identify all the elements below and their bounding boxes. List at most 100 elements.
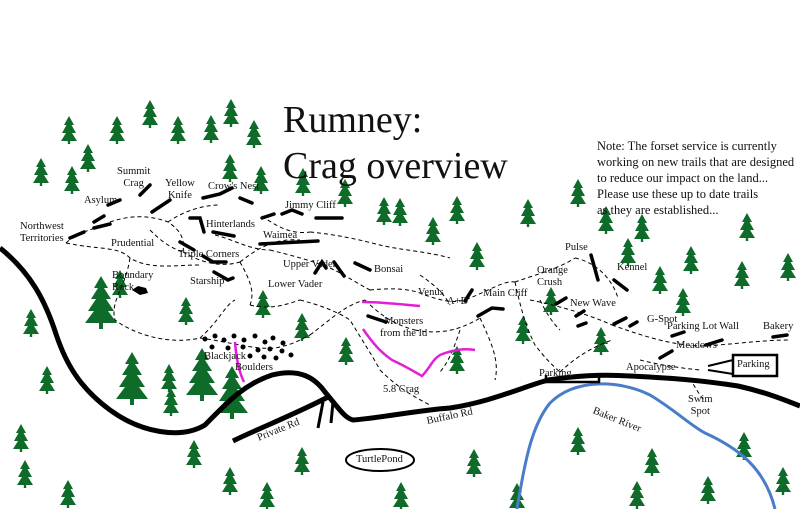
tree-icon [700, 476, 716, 504]
note-line-2: working on new trails that are designed [597, 155, 795, 169]
baker-river [515, 382, 777, 509]
crag-label-crows-nest: Crow's Nest [208, 181, 260, 192]
crag-label-orange-crush: Orange Crush [537, 265, 568, 288]
tree-icon [392, 198, 408, 226]
tree-icon [675, 288, 691, 316]
tree-icon [294, 447, 310, 475]
tree-icon [178, 297, 194, 325]
tree-icon [425, 217, 441, 245]
tree-icon [255, 290, 271, 318]
tree-icon [543, 287, 559, 315]
tree-icon [203, 115, 219, 143]
crag-label-jimmy-cliff: Jimmy Cliff [285, 200, 336, 211]
tree-icon [593, 327, 609, 355]
tree-icon [449, 196, 465, 224]
tree-icon [634, 214, 650, 242]
tree-icon [259, 482, 275, 509]
tree-icon [520, 199, 536, 227]
place-label-turtle-pond: TurtlePond [356, 454, 403, 465]
crag-label-waimea: Waimea [263, 230, 298, 241]
tree-icon [186, 440, 202, 468]
tree-icon [246, 120, 262, 148]
crag-label-new-wave: New Wave [570, 298, 616, 309]
place-label-parking-east: Parking [737, 359, 770, 370]
crag-label-blackjack: Blackjack [204, 351, 246, 362]
tree-icon [163, 388, 179, 416]
crag-label-hinterlands: Hinterlands [206, 219, 255, 230]
private-road [231, 393, 332, 444]
tree-icon [469, 242, 485, 270]
crag-label-summit-crag: Summit Crag [117, 166, 151, 189]
crag-label-g-spot: G-Spot [647, 314, 678, 325]
tree-icon [39, 366, 55, 394]
crag-label-asylum: Asylum [84, 195, 118, 206]
tree-icon [142, 100, 158, 128]
turtle-pond [345, 448, 415, 472]
crag-label-boundary-rock: Boundary Rock [112, 270, 154, 293]
boulder-field [202, 333, 294, 361]
crag-label-boulders: Boulders [235, 362, 273, 373]
tree-icon [652, 266, 668, 294]
tree-icon [170, 116, 186, 144]
note-line-5: as they are established... [597, 203, 719, 217]
tree-icon [223, 99, 239, 127]
tree-icon [780, 253, 796, 281]
crag-label-bakery: Bakery [763, 321, 794, 332]
note-line-1: Note: The forset service is currently [597, 139, 777, 153]
crag-label-triple-corners: Triple Corners [178, 249, 240, 260]
crag-label-yellow-knife: Yellow Knife [165, 178, 195, 201]
tree-icon [60, 480, 76, 508]
tree-icon [775, 467, 791, 495]
crag-label-northwest-territories: Northwest Territories [20, 221, 64, 244]
parking-ramp [707, 359, 734, 375]
tree-icon [466, 449, 482, 477]
tree-icon [116, 352, 148, 405]
roads [0, 246, 800, 444]
tree-icon [17, 460, 33, 488]
private-road-spur [329, 401, 335, 424]
crag-label-5-8-crag: 5.8 Crag [383, 384, 420, 395]
tree-icon [61, 116, 77, 144]
new-trails [233, 300, 476, 383]
tree-icon [644, 448, 660, 476]
tree-icon [376, 197, 392, 225]
title-line-1: Rumney: [283, 99, 423, 141]
tree-icon [161, 364, 177, 392]
crag-label-kennel: Kennel [617, 262, 648, 273]
crag-label-a-plus-d: A+D [447, 296, 469, 307]
crag-label-bonsai: Bonsai [374, 264, 404, 275]
tree-icon [109, 116, 125, 144]
crag-label-parking-lot-wall: Parking Lot Wall [667, 321, 739, 332]
place-label-parking-main: Parking [539, 368, 572, 379]
trails [65, 204, 791, 406]
crag-label-apocalypse: Apocalypse [626, 362, 676, 373]
tree-icon [393, 482, 409, 509]
forest-service-note: Note: The forset service is currently wo… [597, 138, 794, 218]
tree-icon [570, 427, 586, 455]
note-line-3: to reduce our impact on the land... [597, 171, 769, 185]
crag-label-upper-vader: Upper Vader [283, 259, 337, 270]
crag-marks [68, 183, 789, 360]
parking-areas [544, 353, 779, 384]
tree-icon [64, 166, 80, 194]
tree-icon [222, 467, 238, 495]
place-label-swim-spot: Swim Spot [688, 394, 713, 417]
tree-icon [13, 424, 29, 452]
crag-label-starship: Starship [190, 276, 225, 287]
crag-label-meadows: Meadows [676, 340, 717, 351]
page-title: Rumney: Crag overview [283, 100, 508, 186]
tree-icon [734, 261, 750, 289]
tree-icon [23, 309, 39, 337]
crag-label-lower-vader: Lower Vader [268, 279, 323, 290]
tree-icon [629, 481, 645, 509]
tree-icon [338, 337, 354, 365]
tree-icon [33, 158, 49, 186]
tree-icon [222, 154, 238, 182]
tree-icon [570, 179, 586, 207]
crag-label-venus: Venus [418, 287, 444, 298]
crag-label-main-cliff: Main Cliff [483, 288, 528, 299]
tree-icon [80, 144, 96, 172]
title-line-2: Crag overview [283, 145, 508, 187]
crag-label-monsters-from-the-id: Monsters from the Id [380, 316, 428, 339]
